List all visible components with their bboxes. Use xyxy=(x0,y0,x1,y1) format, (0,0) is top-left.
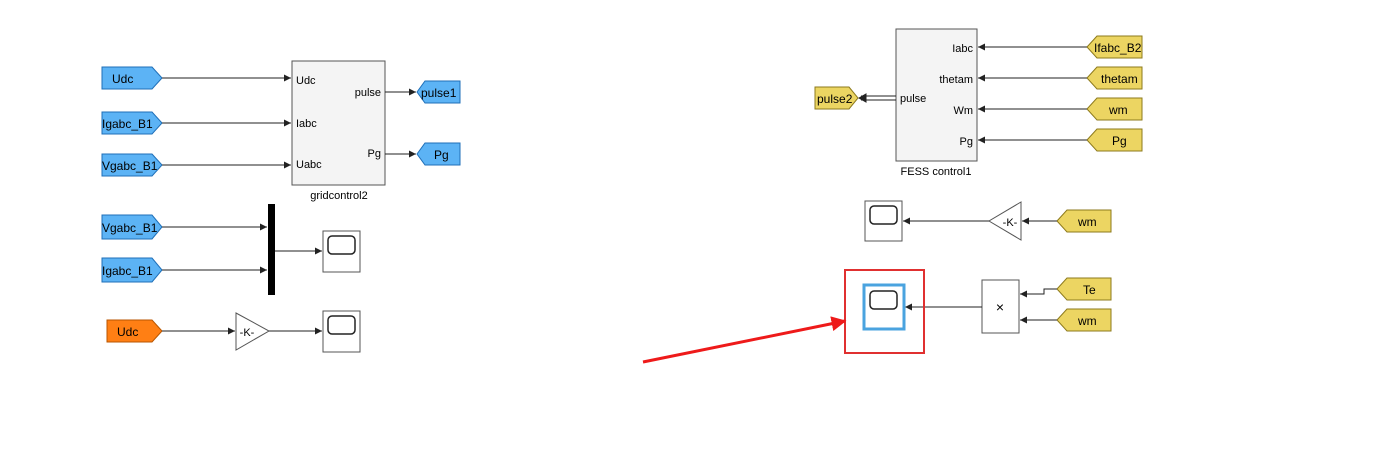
fess-control1-label: FESS control1 xyxy=(901,166,972,178)
wires-product xyxy=(905,288,1057,324)
fess-port-in-wm: Wm xyxy=(953,105,973,117)
from-tag-vgabc-b1-label: Vgabc_B1 xyxy=(102,159,158,173)
goto-tag-pulse1-label: pulse1 xyxy=(421,86,457,100)
scope-udc[interactable] xyxy=(322,310,361,353)
from-tag-thetam-label: thetam xyxy=(1101,72,1138,86)
highlight-box xyxy=(844,269,925,354)
annotation-arrow xyxy=(642,316,847,364)
goto-tag-pulse1[interactable]: pulse1 xyxy=(416,80,461,104)
gain-block-right-label: -K- xyxy=(1003,217,1018,229)
goto-tag-pg[interactable]: Pg xyxy=(416,142,461,166)
product-symbol: × xyxy=(996,299,1004,315)
from-tag-igabc-b1-label: Igabc_B1 xyxy=(102,117,153,131)
scope-wm-gain[interactable] xyxy=(864,200,903,242)
from-tag-udc-label: Udc xyxy=(112,72,133,86)
goto-tag-pg-label: Pg xyxy=(434,148,449,162)
goto-tag-pulse2[interactable]: pulse2 xyxy=(814,86,859,110)
port-out-pg: Pg xyxy=(368,148,381,160)
from-tag-wm-product-label: wm xyxy=(1077,314,1097,328)
gridcontrol2-block[interactable]: Udc Iabc Uabc pulse Pg xyxy=(291,60,386,186)
scope-mux[interactable] xyxy=(322,230,361,273)
from-tag-wm-gain[interactable]: wm xyxy=(1056,209,1112,233)
gain-block-left[interactable]: -K- xyxy=(235,312,271,351)
from-tag-vgabc-b1[interactable]: Vgabc_B1 xyxy=(101,153,163,177)
wires-mux xyxy=(162,223,322,274)
from-tag-mux-igabc-label: Igabc_B1 xyxy=(102,264,153,278)
from-tag-mux-igabc[interactable]: Igabc_B1 xyxy=(101,257,163,283)
fess-control1-block[interactable]: Iabc thetam Wm Pg pulse xyxy=(895,28,978,162)
from-tag-te[interactable]: Te xyxy=(1056,277,1112,301)
fess-port-in-iabc: Iabc xyxy=(952,43,973,55)
from-tag-wm-gain-label: wm xyxy=(1077,215,1097,229)
from-tag-thetam[interactable]: thetam xyxy=(1086,66,1143,90)
from-tag-udc-orange-label: Udc xyxy=(117,325,138,339)
port-in-iabc: Iabc xyxy=(296,118,317,130)
port-out-pulse: pulse xyxy=(355,87,381,99)
mux-block[interactable] xyxy=(268,204,275,295)
from-tag-te-label: Te xyxy=(1083,283,1096,297)
from-tag-wm-fess[interactable]: wm xyxy=(1086,97,1143,121)
from-tag-mux-vgabc-label: Vgabc_B1 xyxy=(102,221,158,235)
port-in-uabc: Uabc xyxy=(296,159,322,171)
from-tag-wm-fess-label: wm xyxy=(1108,103,1128,117)
fess-port-out-pulse: pulse xyxy=(900,93,926,105)
port-in-udc: Udc xyxy=(296,75,316,87)
wires-gridcontrol xyxy=(162,74,416,169)
from-tag-ifabc-b2[interactable]: Ifabc_B2 xyxy=(1086,35,1143,59)
scope-product-selected[interactable] xyxy=(862,283,906,331)
from-tag-pg-fess-label: Pg xyxy=(1112,134,1127,148)
gain-block-left-label: -K- xyxy=(240,327,255,339)
from-tag-mux-vgabc[interactable]: Vgabc_B1 xyxy=(101,214,163,240)
from-tag-udc-orange[interactable]: Udc xyxy=(106,319,163,343)
gridcontrol2-label: gridcontrol2 xyxy=(310,190,367,202)
fess-port-in-pg: Pg xyxy=(960,136,973,148)
from-tag-udc[interactable]: Udc xyxy=(101,66,163,90)
wire-pulse2-bus xyxy=(857,93,896,103)
gain-block-right[interactable]: -K- xyxy=(988,201,1022,241)
goto-tag-pulse2-label: pulse2 xyxy=(817,92,853,106)
from-tag-igabc-b1[interactable]: Igabc_B1 xyxy=(101,111,163,135)
from-tag-wm-product[interactable]: wm xyxy=(1056,308,1112,332)
product-block[interactable]: × xyxy=(981,279,1020,334)
wires-fess-in xyxy=(978,43,1087,144)
from-tag-pg-fess[interactable]: Pg xyxy=(1086,128,1143,152)
fess-port-in-thetam: thetam xyxy=(939,74,973,86)
from-tag-ifabc-b2-label: Ifabc_B2 xyxy=(1094,41,1142,55)
